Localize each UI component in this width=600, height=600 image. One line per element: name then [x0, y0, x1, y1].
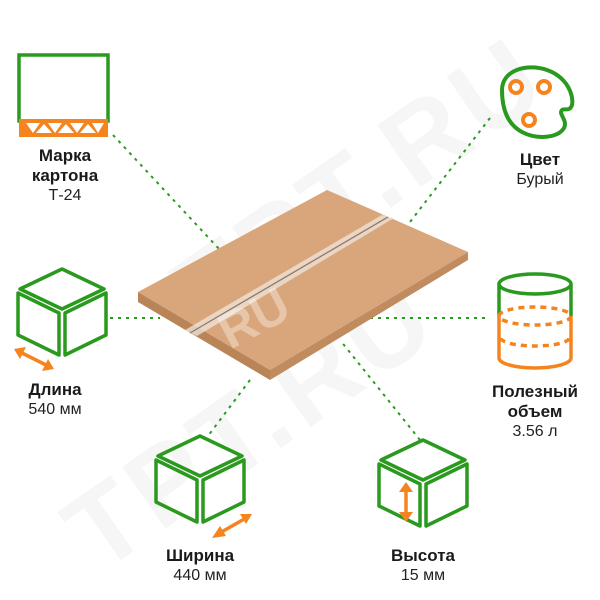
grade-title-line1: Марка	[38, 146, 92, 165]
width-title: Ширина	[165, 546, 235, 565]
volume-value: 3.56 л	[512, 423, 558, 440]
length-title: Длина	[28, 380, 82, 399]
volume-title-line1: Полезный	[492, 382, 578, 401]
length-value: 540 мм	[28, 401, 82, 418]
grade-title-line2: картона	[31, 166, 99, 185]
cube-length-icon	[14, 267, 108, 371]
height-label: Высота 15 мм	[373, 546, 473, 586]
width-value: 440 мм	[173, 567, 227, 584]
cylinder-volume-icon	[497, 272, 573, 370]
color-title: Цвет	[519, 150, 561, 169]
volume-title-line2: объем	[507, 402, 563, 421]
height-title: Высота	[391, 546, 455, 565]
volume-label: Полезный объем 3.56 л	[475, 382, 595, 442]
grade-value: Т-24	[48, 187, 82, 204]
cube-width-icon	[154, 434, 252, 538]
color-label: Цвет Бурый	[490, 150, 590, 190]
length-label: Длина 540 мм	[10, 380, 100, 420]
width-label: Ширина 440 мм	[150, 546, 250, 586]
corrugated-cardboard-icon	[17, 53, 110, 137]
grade-label: Марка картона Т-24	[10, 146, 120, 206]
palette-icon	[499, 65, 575, 139]
color-value: Бурый	[516, 171, 564, 188]
cube-height-icon	[377, 438, 469, 528]
height-value: 15 мм	[400, 567, 446, 584]
